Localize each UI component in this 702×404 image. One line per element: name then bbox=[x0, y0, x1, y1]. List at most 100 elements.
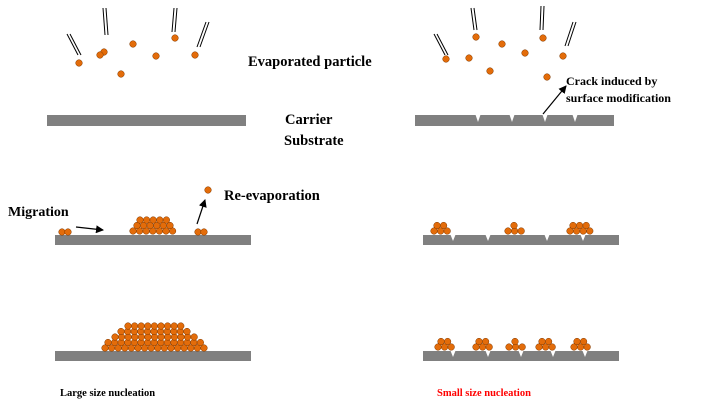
particle-icon bbox=[200, 344, 208, 352]
particle-icon bbox=[440, 221, 448, 230]
particle-icon bbox=[58, 228, 66, 236]
particle-icon bbox=[539, 34, 547, 42]
substrate-top-left bbox=[47, 115, 246, 126]
particle-icon bbox=[517, 227, 525, 235]
particle-icon bbox=[498, 40, 506, 48]
particle-icon bbox=[504, 227, 512, 235]
beam-icon bbox=[539, 5, 545, 31]
particle-icon bbox=[131, 322, 139, 330]
particle-icon bbox=[117, 327, 125, 336]
label-migration: Migration bbox=[8, 205, 69, 220]
particle-icon bbox=[129, 40, 137, 48]
crack-icon bbox=[509, 115, 515, 122]
particle-icon bbox=[443, 227, 451, 235]
particle-icon bbox=[171, 34, 179, 42]
label-crack-line2: surface modification bbox=[566, 91, 671, 105]
particle-icon bbox=[152, 52, 160, 60]
particle-icon bbox=[433, 221, 441, 230]
particle-icon bbox=[136, 216, 144, 224]
crack-icon bbox=[550, 351, 556, 357]
particle-icon bbox=[444, 337, 452, 346]
substrate-top-right bbox=[415, 115, 614, 126]
particle-icon bbox=[170, 322, 178, 330]
particle-icon bbox=[194, 228, 202, 236]
particle-icon bbox=[190, 333, 198, 341]
particle-icon bbox=[64, 228, 72, 236]
particle-icon bbox=[521, 49, 529, 57]
particle-icon bbox=[472, 33, 480, 41]
particle-icon bbox=[144, 322, 152, 330]
crack-icon bbox=[485, 351, 491, 357]
crack-icon bbox=[544, 235, 550, 241]
particle-icon bbox=[545, 337, 553, 346]
crack-icon bbox=[582, 351, 588, 357]
label-crack-line1: Crack induced by bbox=[566, 74, 657, 88]
particle-icon bbox=[75, 59, 83, 67]
crack-icon bbox=[450, 351, 456, 357]
substrate-bottom-left bbox=[55, 351, 251, 361]
particle-icon bbox=[475, 337, 483, 346]
label-large-size-nucleation: Large size nucleation bbox=[60, 388, 155, 399]
particle-icon bbox=[518, 343, 526, 351]
particle-icon bbox=[548, 343, 556, 351]
particle-icon bbox=[582, 221, 590, 230]
particle-icon bbox=[465, 54, 473, 62]
particle-icon bbox=[543, 73, 551, 81]
beam-icon bbox=[564, 21, 577, 47]
label-evaporated-particle: Evaporated particle bbox=[248, 54, 372, 70]
label-carrier: Carrier bbox=[285, 112, 333, 128]
particle-icon bbox=[149, 216, 157, 224]
migration-arrow bbox=[75, 225, 104, 234]
particle-icon bbox=[200, 228, 208, 236]
particle-icon bbox=[117, 70, 125, 78]
crack-icon bbox=[572, 115, 578, 122]
particle-icon bbox=[437, 337, 445, 346]
particle-icon bbox=[559, 52, 567, 60]
particle-icon bbox=[442, 55, 450, 63]
crack-icon bbox=[580, 235, 586, 241]
particle-icon bbox=[196, 338, 204, 347]
substrate-mid-left bbox=[55, 235, 251, 245]
crack-icon bbox=[475, 115, 481, 122]
particle-icon bbox=[183, 327, 191, 336]
particle-icon bbox=[143, 216, 151, 224]
particle-group bbox=[58, 33, 594, 352]
substrate-mid-right bbox=[423, 235, 619, 245]
beam-icon bbox=[470, 7, 478, 31]
particle-icon bbox=[164, 322, 172, 330]
particle-icon bbox=[573, 337, 581, 346]
beam-icon bbox=[66, 33, 82, 56]
crack-group bbox=[450, 115, 588, 357]
label-re-evaporation: Re-evaporation bbox=[224, 188, 320, 204]
particle-icon bbox=[166, 221, 174, 230]
beam-icon bbox=[433, 33, 449, 56]
particle-icon bbox=[162, 216, 170, 224]
particle-icon bbox=[177, 322, 185, 330]
particle-icon bbox=[583, 343, 591, 351]
crack-icon bbox=[485, 235, 491, 241]
particle-icon bbox=[485, 343, 493, 351]
particle-icon bbox=[482, 337, 490, 346]
particle-icon bbox=[505, 343, 513, 351]
beam-group bbox=[66, 5, 577, 56]
label-substrate: Substrate bbox=[284, 133, 344, 149]
particle-icon bbox=[124, 322, 132, 330]
particle-icon bbox=[447, 343, 455, 351]
particle-icon bbox=[510, 221, 518, 230]
particle-icon bbox=[150, 322, 158, 330]
beam-icon bbox=[102, 7, 109, 36]
particle-icon bbox=[486, 67, 494, 75]
particle-icon bbox=[156, 216, 164, 224]
particle-icon bbox=[580, 337, 588, 346]
crack-pointer-arrow bbox=[542, 85, 567, 115]
crack-icon bbox=[542, 115, 548, 122]
particle-icon bbox=[586, 227, 594, 235]
label-small-size-nucleation: Small size nucleation bbox=[437, 388, 531, 399]
particle-icon bbox=[569, 221, 577, 230]
particle-icon bbox=[96, 51, 104, 59]
particle-icon bbox=[538, 337, 546, 346]
re-evaporation-arrow bbox=[196, 199, 207, 225]
particle-icon bbox=[204, 186, 212, 194]
particle-icon bbox=[129, 227, 137, 235]
